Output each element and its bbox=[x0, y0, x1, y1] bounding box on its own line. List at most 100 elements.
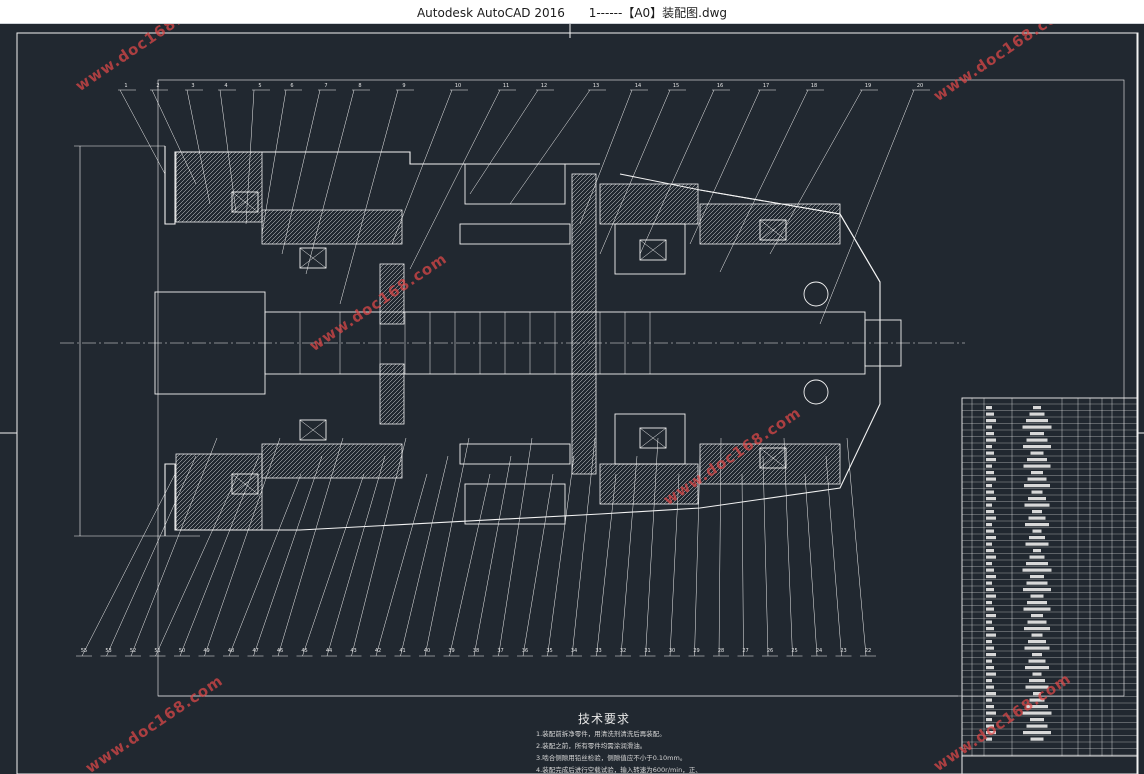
part-number-label: 53 bbox=[105, 648, 111, 654]
parts-list-cell-code bbox=[986, 724, 994, 728]
ball-bearing-bottom bbox=[803, 379, 829, 405]
parts-list-cell-text bbox=[1023, 464, 1051, 468]
planet-gear-bottom bbox=[459, 443, 571, 465]
bearing bbox=[299, 419, 327, 441]
leader-line bbox=[253, 455, 323, 657]
leader-line bbox=[825, 455, 842, 657]
bearing bbox=[231, 473, 259, 495]
part-number-label: 45 bbox=[301, 648, 307, 654]
part-number-label: 44 bbox=[326, 648, 332, 654]
parts-list-cell-text bbox=[1029, 536, 1045, 540]
part-number-label: 25 bbox=[791, 648, 797, 654]
parts-list-cell-text bbox=[1026, 562, 1048, 566]
parts-list-cell-text bbox=[1028, 516, 1046, 520]
leader-line bbox=[579, 89, 633, 225]
parts-list-cell-code bbox=[986, 575, 996, 579]
part-number-label: 46 bbox=[277, 648, 283, 654]
leader-line bbox=[645, 437, 659, 657]
part-number-label: 32 bbox=[620, 648, 626, 654]
leader-line bbox=[400, 455, 449, 657]
parts-list-cell-text bbox=[1033, 549, 1041, 553]
gear-web-hatch bbox=[571, 173, 597, 475]
bearing-cross bbox=[231, 191, 259, 213]
leader-line bbox=[179, 455, 260, 657]
leader-line bbox=[473, 455, 512, 657]
leader-line bbox=[783, 437, 793, 657]
window-titlebar: Autodesk AutoCAD 2016 1------【A0】装配图.dwg bbox=[0, 0, 1144, 24]
housing-hatch-right-top bbox=[599, 183, 699, 225]
parts-list-cell-code bbox=[986, 432, 994, 436]
parts-list-cell-text bbox=[1027, 601, 1047, 605]
leader-line bbox=[261, 89, 287, 235]
parts-list-cell-text bbox=[1030, 451, 1044, 455]
leader-line bbox=[620, 455, 638, 657]
leader-line bbox=[719, 89, 809, 273]
parts-list-cell-code bbox=[986, 679, 992, 683]
carrier-hatch-top bbox=[379, 263, 405, 325]
leader-line bbox=[375, 473, 428, 657]
parts-list-cell-code bbox=[986, 731, 996, 735]
parts-list-cell-code bbox=[986, 536, 996, 540]
part-number-label: 34 bbox=[571, 648, 577, 654]
leader-line bbox=[639, 89, 715, 255]
leader-line bbox=[339, 89, 399, 305]
parts-list-cell-code bbox=[986, 672, 996, 676]
parts-list-cell-code bbox=[986, 640, 992, 644]
part-number-label: 47 bbox=[252, 648, 258, 654]
parts-list-cell-code bbox=[986, 445, 992, 449]
part-number-label: 41 bbox=[399, 648, 405, 654]
bearing bbox=[231, 191, 259, 213]
parts-list-cell-text bbox=[1025, 685, 1049, 689]
part-number-label: 5 bbox=[258, 83, 261, 89]
parts-list-cell-text bbox=[1025, 666, 1049, 670]
leader-line bbox=[119, 89, 166, 175]
parts-list-cell-code bbox=[986, 711, 996, 715]
parts-list-cell-code bbox=[986, 516, 996, 520]
part-number-label: 50 bbox=[179, 648, 185, 654]
parts-list-cell-text bbox=[1026, 724, 1048, 728]
parts-list-cell-text bbox=[1027, 458, 1047, 462]
part-number-label: 8 bbox=[358, 83, 361, 89]
part-number-label: 14 bbox=[635, 83, 641, 89]
parts-list-cell-code bbox=[986, 542, 992, 546]
part-number-label: 40 bbox=[424, 648, 430, 654]
leader-line bbox=[155, 473, 239, 657]
leader-line bbox=[741, 473, 744, 657]
parts-list-cell-code bbox=[986, 653, 996, 657]
bearing bbox=[639, 239, 667, 261]
parts-list-cell-text bbox=[1033, 692, 1041, 696]
leader-line bbox=[599, 89, 671, 255]
leader-line bbox=[228, 473, 302, 657]
part-number-label: 1 bbox=[124, 83, 127, 89]
part-number-label: 48 bbox=[228, 648, 234, 654]
leader-line bbox=[522, 473, 554, 657]
part-number-label: 33 bbox=[595, 648, 601, 654]
housing-hatch-left-top bbox=[175, 151, 263, 223]
part-number-label: 13 bbox=[593, 83, 599, 89]
leader-line bbox=[469, 89, 539, 195]
leader-line bbox=[449, 473, 491, 657]
parts-list-cell-code bbox=[986, 666, 994, 670]
parts-list-cell-code bbox=[986, 458, 996, 462]
parts-list-cell-code bbox=[986, 718, 992, 722]
leader-line bbox=[509, 89, 591, 205]
bearing-cross bbox=[231, 473, 259, 495]
parts-list-cell-text bbox=[1032, 653, 1042, 657]
parts-list-cell-code bbox=[986, 555, 996, 559]
ring-gear-top bbox=[464, 163, 566, 205]
parts-list-cell-text bbox=[1030, 594, 1044, 598]
parts-list-cell-code bbox=[986, 523, 992, 527]
parts-list-cell-code bbox=[986, 490, 994, 494]
part-number-label: 43 bbox=[350, 648, 356, 654]
parts-list-cell-text bbox=[1029, 698, 1045, 702]
bearing bbox=[759, 219, 787, 241]
part-number-label: 51 bbox=[154, 648, 160, 654]
part-number-label: 18 bbox=[811, 83, 817, 89]
second-stage-gear-top bbox=[614, 223, 686, 275]
bearing bbox=[759, 447, 787, 469]
parts-list-cell-text bbox=[1024, 484, 1050, 488]
view-frame bbox=[157, 79, 1125, 697]
parts-list-cell-code bbox=[986, 581, 992, 585]
part-number-label: 52 bbox=[130, 648, 136, 654]
